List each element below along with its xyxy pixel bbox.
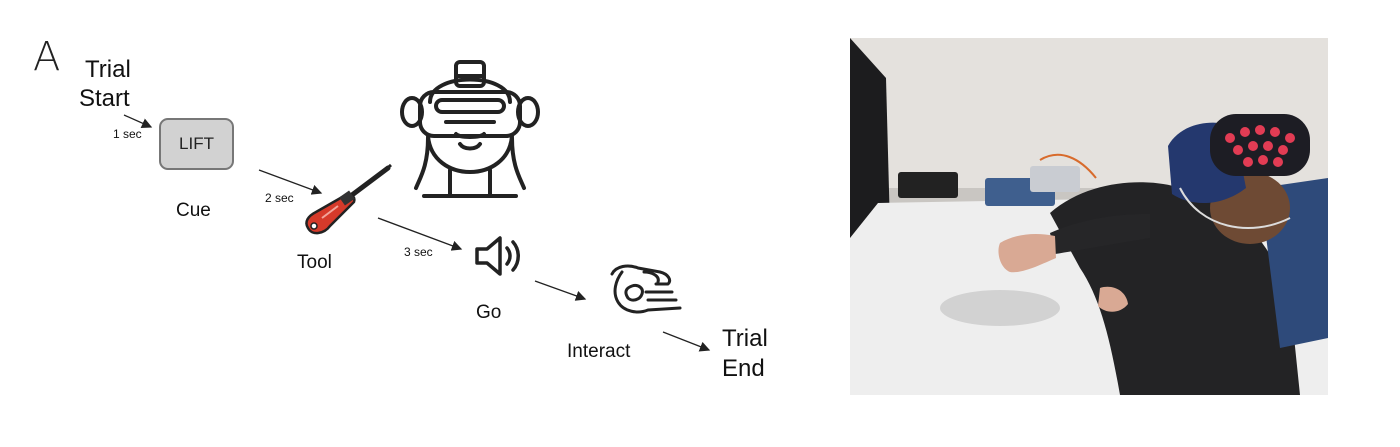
arrow-interact-to-end: [662, 331, 711, 352]
arrow-cue-to-tool: [258, 169, 323, 195]
screwdriver-icon: [305, 163, 392, 235]
tool-label: Tool: [297, 252, 332, 273]
trial-start-line2: Start: [79, 85, 130, 112]
lift-cue-box: LIFT: [159, 118, 234, 170]
interact-label: Interact: [567, 341, 631, 362]
trial-end-line1: Trial: [722, 325, 768, 352]
vr-headset-person-icon: [400, 60, 540, 198]
go-label: Go: [476, 302, 502, 323]
arrow-start-to-cue: [123, 114, 153, 129]
trial-end-line2: End: [722, 355, 765, 382]
interval-3-label: 3 sec: [404, 245, 433, 259]
grasping-hand-icon: [610, 264, 682, 314]
lab-scene-illustration: [850, 38, 1328, 395]
panel-label: A: [33, 34, 61, 80]
trial-timeline-diagram: A Trial Start 1 sec LIFT Cue 2 sec Tool: [33, 34, 768, 382]
cue-box-text: LIFT: [179, 134, 214, 153]
interval-2-label: 2 sec: [265, 191, 294, 205]
cue-label: Cue: [176, 200, 211, 221]
trial-start-line1: Trial: [85, 56, 131, 83]
arrow-tool-to-go: [377, 217, 463, 251]
interval-1-label: 1 sec: [113, 127, 142, 141]
timeline-arrows: [123, 114, 711, 352]
participant-photo: [850, 38, 1328, 395]
speaker-icon: [475, 236, 520, 276]
arrow-go-to-interact: [534, 280, 587, 301]
